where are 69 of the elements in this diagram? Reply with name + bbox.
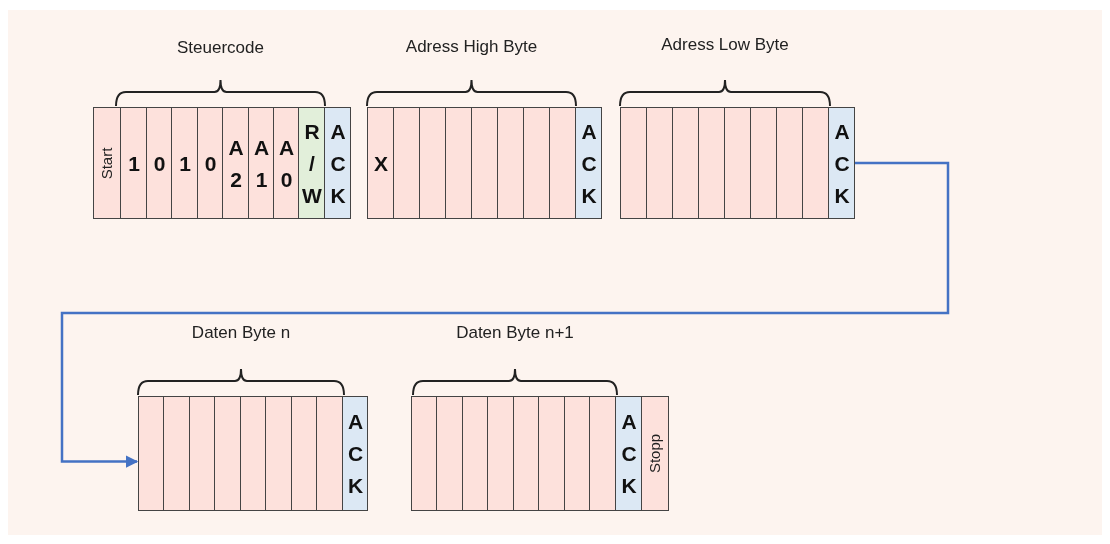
bit-cell [641,396,669,511]
bit-cell [575,107,602,219]
bit-cell [324,107,351,219]
bit-cell [291,396,317,511]
bit-cell [487,396,514,511]
bit-label: Stopp [646,433,664,474]
bit-label: 1 [172,151,198,184]
bracket-label: Steuercode [177,38,264,58]
bit-cell [802,107,829,219]
bit-cell [146,107,172,219]
bit-cell [298,107,325,219]
bit-cell [163,396,190,511]
bit-cell [222,107,249,219]
bit-cell [393,107,420,219]
bit-cell [138,396,164,511]
bit-label: A0 [274,135,299,200]
bit-cell [189,396,215,511]
bit-cell [497,107,524,219]
bit-cell [589,396,616,511]
bit-label: ACK [343,410,368,506]
bit-label: R/W [299,119,325,216]
bit-cell [564,396,590,511]
bit-cell [93,107,121,219]
bit-cell [273,107,299,219]
bit-label: X [368,151,394,184]
bit-cell [776,107,803,219]
bit-cell [248,107,274,219]
bit-label: ACK [616,410,642,506]
bit-cell [342,396,368,511]
bit-cell [171,107,198,219]
bit-cell [538,396,565,511]
bit-label: ACK [325,119,351,216]
bit-label: ACK [576,119,602,216]
bit-cell [411,396,437,511]
bit-cell [445,107,472,219]
bit-cell [367,107,394,219]
bit-cell [828,107,855,219]
bit-cell [523,107,550,219]
bit-label: ACK [829,119,855,216]
bit-cell [698,107,725,219]
bracket-label: Adress Low Byte [661,35,789,55]
bit-label: Start [98,147,116,179]
bit-label: 0 [198,151,223,184]
bit-cell [672,107,699,219]
bit-label: 1 [121,151,147,184]
connector-arrow [60,161,950,468]
bit-cell [615,396,642,511]
bracket-label: Daten Byte n [191,323,291,343]
bit-cell [549,107,576,219]
bit-cell [471,107,498,219]
bit-cell [214,396,241,511]
bit-cell [513,396,539,511]
bit-cell [265,396,292,511]
bit-cell [419,107,446,219]
bracket-label: Daten Byte n+1 [456,323,574,343]
bit-cell [750,107,777,219]
bit-cell [197,107,223,219]
bit-cell [724,107,751,219]
bracket-label: Adress High Byte [405,37,538,57]
bit-cell [462,396,488,511]
bit-cell [646,107,673,219]
bit-cell [436,396,463,511]
bit-cell [316,396,343,511]
bit-cell [240,396,266,511]
bit-cell [120,107,147,219]
bit-cell [620,107,647,219]
bit-label: A2 [223,135,249,200]
bit-label: 0 [147,151,172,184]
bit-label: A1 [249,135,274,200]
